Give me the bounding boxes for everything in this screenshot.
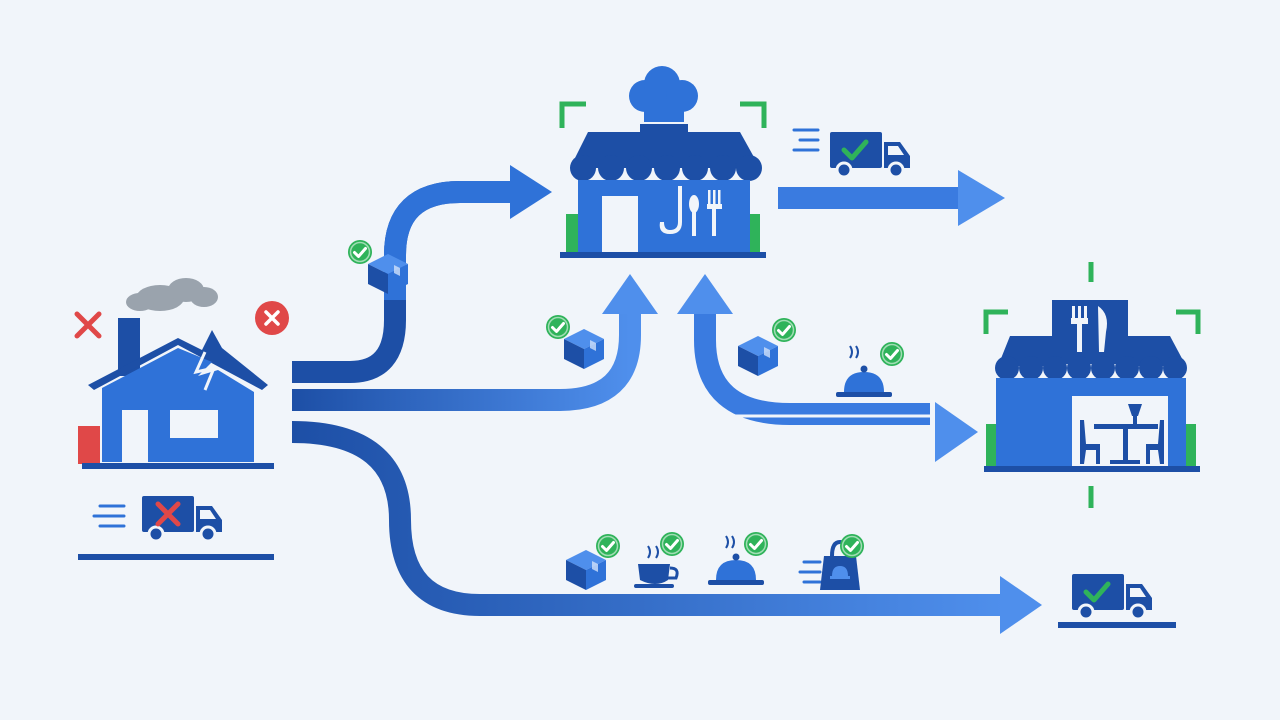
factory-roof-broken (88, 330, 268, 390)
utensils-icon (659, 186, 722, 236)
source-factory (74, 278, 289, 469)
check-badge-icon (594, 532, 622, 560)
factory-ground-line (82, 463, 274, 469)
flow-item-package-4 (566, 532, 622, 590)
arrow-head-kitchen-out (958, 170, 1005, 226)
flow-item-takeout-bag (798, 532, 866, 590)
flow-paths (291, 165, 1042, 634)
factory-window (170, 410, 218, 438)
check-badge-icon (878, 340, 906, 368)
outbound-truck-bottom (1058, 572, 1176, 628)
warning-block (78, 426, 100, 464)
check-badge-icon (742, 530, 770, 558)
arrow-head-to-kitchen (510, 165, 552, 219)
flow-item-coffee-cup (634, 530, 686, 588)
flow-path-up-to-kitchen (292, 310, 641, 411)
blocked-x-icon (155, 501, 181, 527)
error-badge-icon (255, 301, 289, 335)
ghost-kitchen-storefront (559, 66, 767, 258)
restaurant-sign (1052, 300, 1128, 364)
x-mark-icon (74, 311, 102, 339)
fork-knife-icon (1071, 306, 1107, 352)
check-badge-icon (658, 530, 686, 558)
focus-bracket-icon (559, 101, 767, 128)
outbound-truck-top (792, 128, 912, 179)
truck-check-icon (841, 139, 869, 161)
blocked-delivery-truck-icon (78, 494, 274, 560)
flow-path-to-delivery (291, 421, 1005, 616)
kitchen-green-accent-left (566, 214, 580, 252)
check-badge-icon (770, 316, 798, 344)
flow-item-package-3 (738, 316, 798, 376)
factory-door (122, 410, 148, 462)
crosshair-bracket-icon (983, 262, 1201, 508)
kitchen-ground-line (560, 252, 766, 258)
dining-table-icon (1080, 404, 1164, 464)
check-badge-icon (838, 532, 866, 560)
flow-item-cloche-2 (708, 530, 770, 585)
crack-icon (193, 351, 217, 391)
chef-hat-icon (629, 66, 698, 134)
restaurant-storefront (983, 262, 1201, 508)
restaurant-ground-line (984, 466, 1200, 472)
flow-item-package-2 (544, 313, 604, 369)
arrow-head-up-left (602, 274, 658, 314)
kitchen-awning-scallops (570, 155, 762, 181)
restaurant-awning-scallops (995, 356, 1187, 380)
restaurant-window (1072, 396, 1168, 466)
smoke-icon (126, 278, 218, 311)
arrow-head-up-right (677, 274, 733, 314)
check-badge-icon (346, 238, 374, 266)
truck-check-icon (1083, 581, 1111, 603)
check-badge-icon (544, 313, 572, 341)
flow-item-cloche-1 (836, 340, 906, 397)
arrow-head-to-delivery (1000, 576, 1042, 634)
arrow-head-to-restaurant (935, 402, 978, 462)
flow-path-branch-up (694, 310, 930, 425)
kitchen-door (602, 196, 638, 254)
